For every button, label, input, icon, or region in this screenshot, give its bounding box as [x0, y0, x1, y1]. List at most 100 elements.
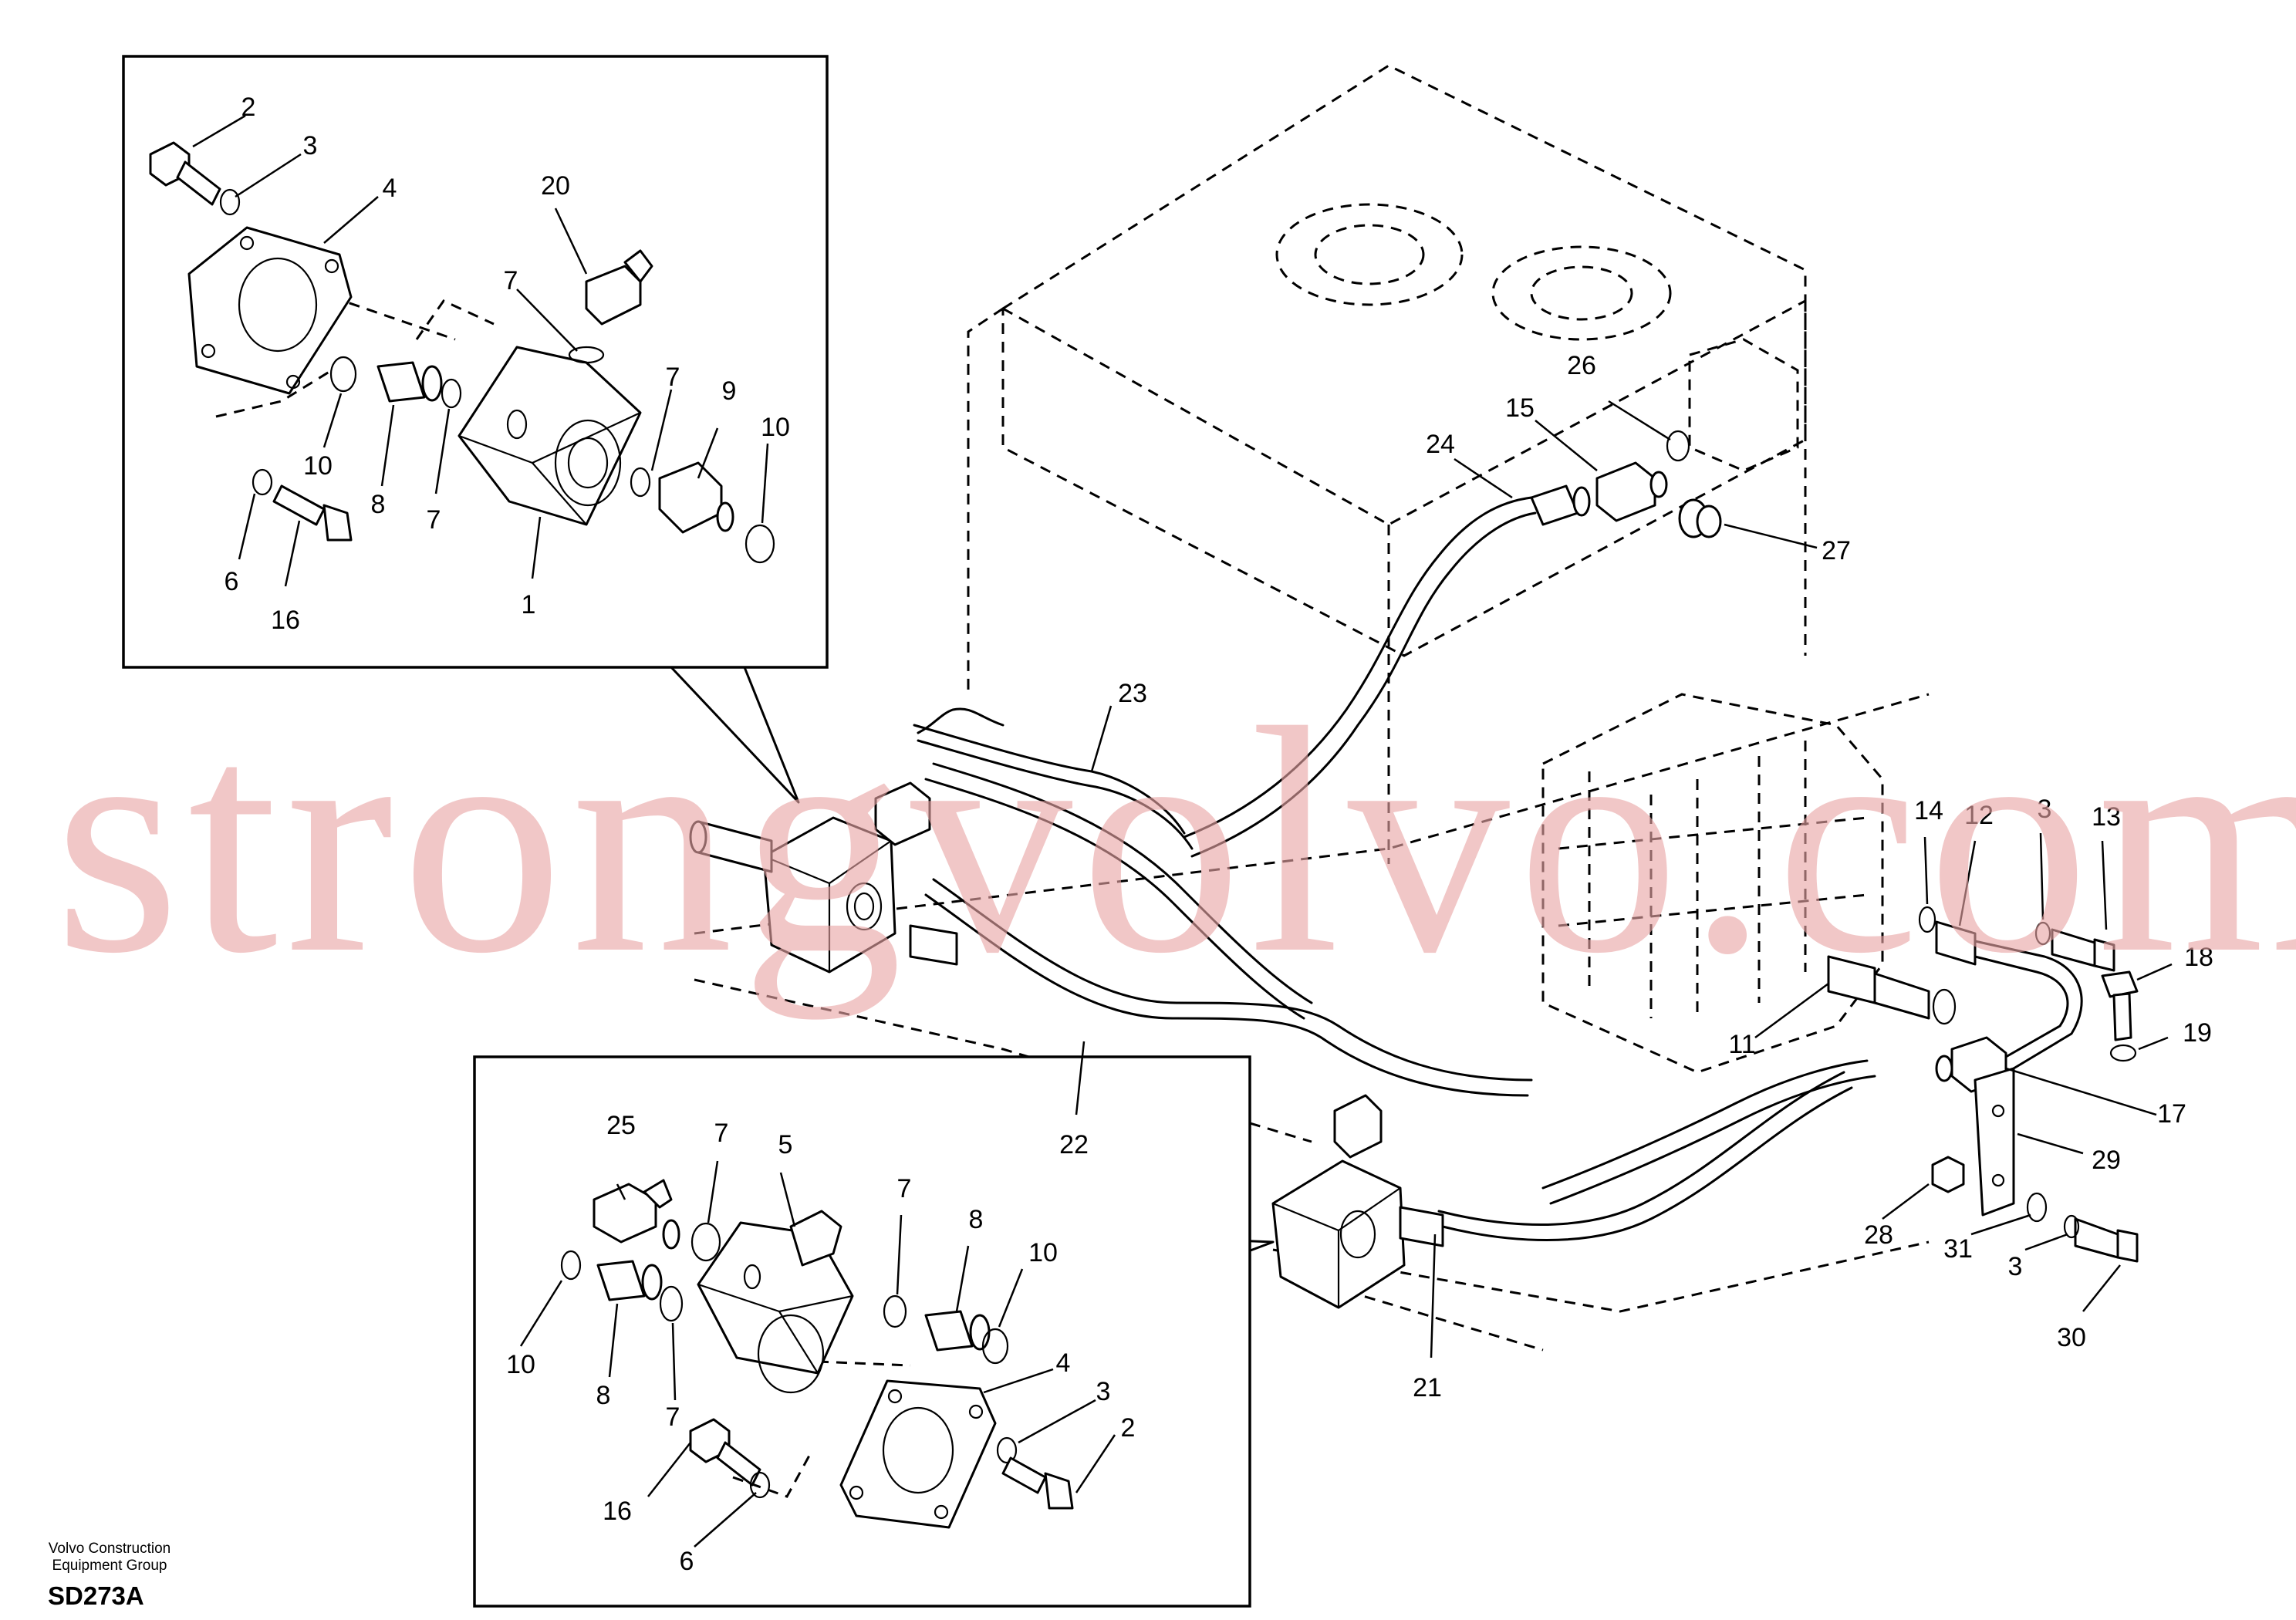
- o-ring-7-bottom-right: [883, 1294, 907, 1328]
- o-ring-7-top-right: [630, 467, 651, 498]
- callout-top-2: 2: [241, 93, 256, 122]
- bolt-16-bottom: [689, 1418, 761, 1487]
- fitting-15: [1595, 461, 1668, 522]
- callout-main-3b: 3: [2008, 1252, 2023, 1281]
- callout-main-12: 12: [1964, 801, 1994, 830]
- washer-3-main-lower: [2063, 1214, 2080, 1239]
- callout-top-7a: 7: [504, 266, 518, 295]
- fitting-25: [593, 1179, 680, 1250]
- callout-bot-10a: 10: [506, 1350, 535, 1379]
- footer-company-line2: Equipment Group: [52, 1558, 167, 1574]
- flange-4-top: [187, 226, 353, 395]
- fitting-9: [658, 461, 734, 534]
- valve-block-1: [458, 346, 642, 526]
- callout-bot-10b: 10: [1028, 1238, 1058, 1267]
- callout-main-19: 19: [2183, 1018, 2212, 1048]
- washer-3-top: [219, 188, 241, 216]
- callout-top-8: 8: [371, 490, 386, 519]
- fitting-8-top: [376, 361, 443, 403]
- callout-main-27: 27: [1822, 536, 1851, 565]
- callout-top-1: 1: [522, 590, 536, 619]
- callout-main-3a: 3: [2038, 795, 2052, 824]
- o-ring-26: [1666, 430, 1690, 462]
- o-ring-14: [1918, 906, 1936, 933]
- callout-main-15: 15: [1505, 393, 1535, 423]
- bolt-16-top: [272, 484, 353, 542]
- washer-6-top: [252, 468, 273, 496]
- bolt-30: [2074, 1217, 2139, 1263]
- o-ring-7-top-upper: [568, 346, 605, 364]
- washer-6-bottom: [749, 1471, 771, 1499]
- hose-21: [1437, 1071, 1853, 1241]
- washer-19: [2109, 1044, 2137, 1062]
- callout-main-29: 29: [2092, 1146, 2121, 1175]
- washer-31: [2026, 1192, 2048, 1223]
- callout-top-10a: 10: [303, 451, 333, 481]
- bolt-2-top: [149, 141, 221, 206]
- callout-main-14: 14: [1914, 796, 1943, 825]
- bolt-13: [2051, 928, 2115, 972]
- detail-inset-top: [122, 55, 829, 804]
- callout-bot-3: 3: [1096, 1377, 1111, 1406]
- callout-top-7b: 7: [666, 363, 680, 392]
- callout-main-28: 28: [1864, 1220, 1893, 1250]
- callout-bot-2: 2: [1121, 1413, 1136, 1443]
- detail-inset-bottom: [473, 1055, 1275, 1608]
- callout-main-23: 23: [1118, 679, 1147, 708]
- nut-28: [1931, 1156, 1965, 1193]
- callout-main-18: 18: [2184, 943, 2213, 972]
- callout-bot-5: 5: [778, 1130, 793, 1159]
- callout-top-7c: 7: [427, 505, 441, 535]
- o-ring-7-top-left: [441, 378, 462, 409]
- callout-main-21: 21: [1413, 1373, 1442, 1402]
- fitting-8-bottom-left: [596, 1260, 663, 1301]
- hose-23: [913, 724, 1194, 850]
- callout-main-24: 24: [1426, 430, 1455, 459]
- fitting-20: [585, 249, 653, 326]
- o-ring-10-bottom-right: [981, 1328, 1009, 1365]
- callout-bot-25: 25: [606, 1111, 636, 1140]
- bolt-18: [2101, 970, 2139, 1041]
- fitting-8-bottom-right: [924, 1310, 991, 1352]
- hose-upper-loop: [917, 707, 1313, 1020]
- callout-top-3: 3: [303, 131, 318, 160]
- washer-3-main-upper: [2034, 921, 2051, 946]
- callout-main-22: 22: [1059, 1130, 1089, 1159]
- figure-code: SD273A: [48, 1581, 144, 1610]
- valve-block-lower: [1167, 1094, 1444, 1309]
- callout-bot-8a: 8: [969, 1205, 984, 1234]
- o-ring-10-bottom-left: [560, 1250, 582, 1281]
- callout-main-17: 17: [2157, 1099, 2186, 1129]
- washer-3-bottom: [996, 1436, 1018, 1464]
- callout-top-10b: 10: [761, 413, 790, 442]
- valve-block-5: [697, 1210, 854, 1394]
- hose-end-24: [1530, 484, 1591, 526]
- bracket-29: [1974, 1067, 2015, 1217]
- hydraulic-tank-outline: [694, 64, 1930, 1352]
- callout-top-16: 16: [271, 606, 300, 635]
- valve-block-upper: [689, 781, 958, 974]
- o-ring-7-bottom-lower: [659, 1285, 684, 1322]
- callout-main-30: 30: [2057, 1323, 2086, 1352]
- fitting-12: [1935, 920, 1977, 966]
- hose-lower-right: [1541, 1059, 1876, 1205]
- bolt-2-bottom: [1001, 1456, 1074, 1510]
- callout-bot-8b: 8: [596, 1381, 611, 1410]
- callout-main-11: 11: [1728, 1030, 1755, 1059]
- callout-bot-7c: 7: [666, 1402, 680, 1432]
- hose-24: [1183, 496, 1537, 858]
- callout-main-31: 31: [1943, 1234, 1973, 1264]
- callout-bot-6: 6: [680, 1547, 694, 1576]
- o-ring-10-top-left: [329, 356, 357, 393]
- tube-12: [1974, 940, 2083, 1070]
- flange-4-bottom: [839, 1379, 997, 1529]
- callout-bot-4: 4: [1056, 1348, 1071, 1378]
- callout-main-13: 13: [2092, 802, 2121, 832]
- hose-22: [924, 878, 1533, 1097]
- callout-top-4: 4: [383, 174, 397, 203]
- callout-bot-7a: 7: [714, 1119, 729, 1148]
- leader-lines: [192, 114, 2173, 1547]
- callout-top-6: 6: [225, 567, 239, 596]
